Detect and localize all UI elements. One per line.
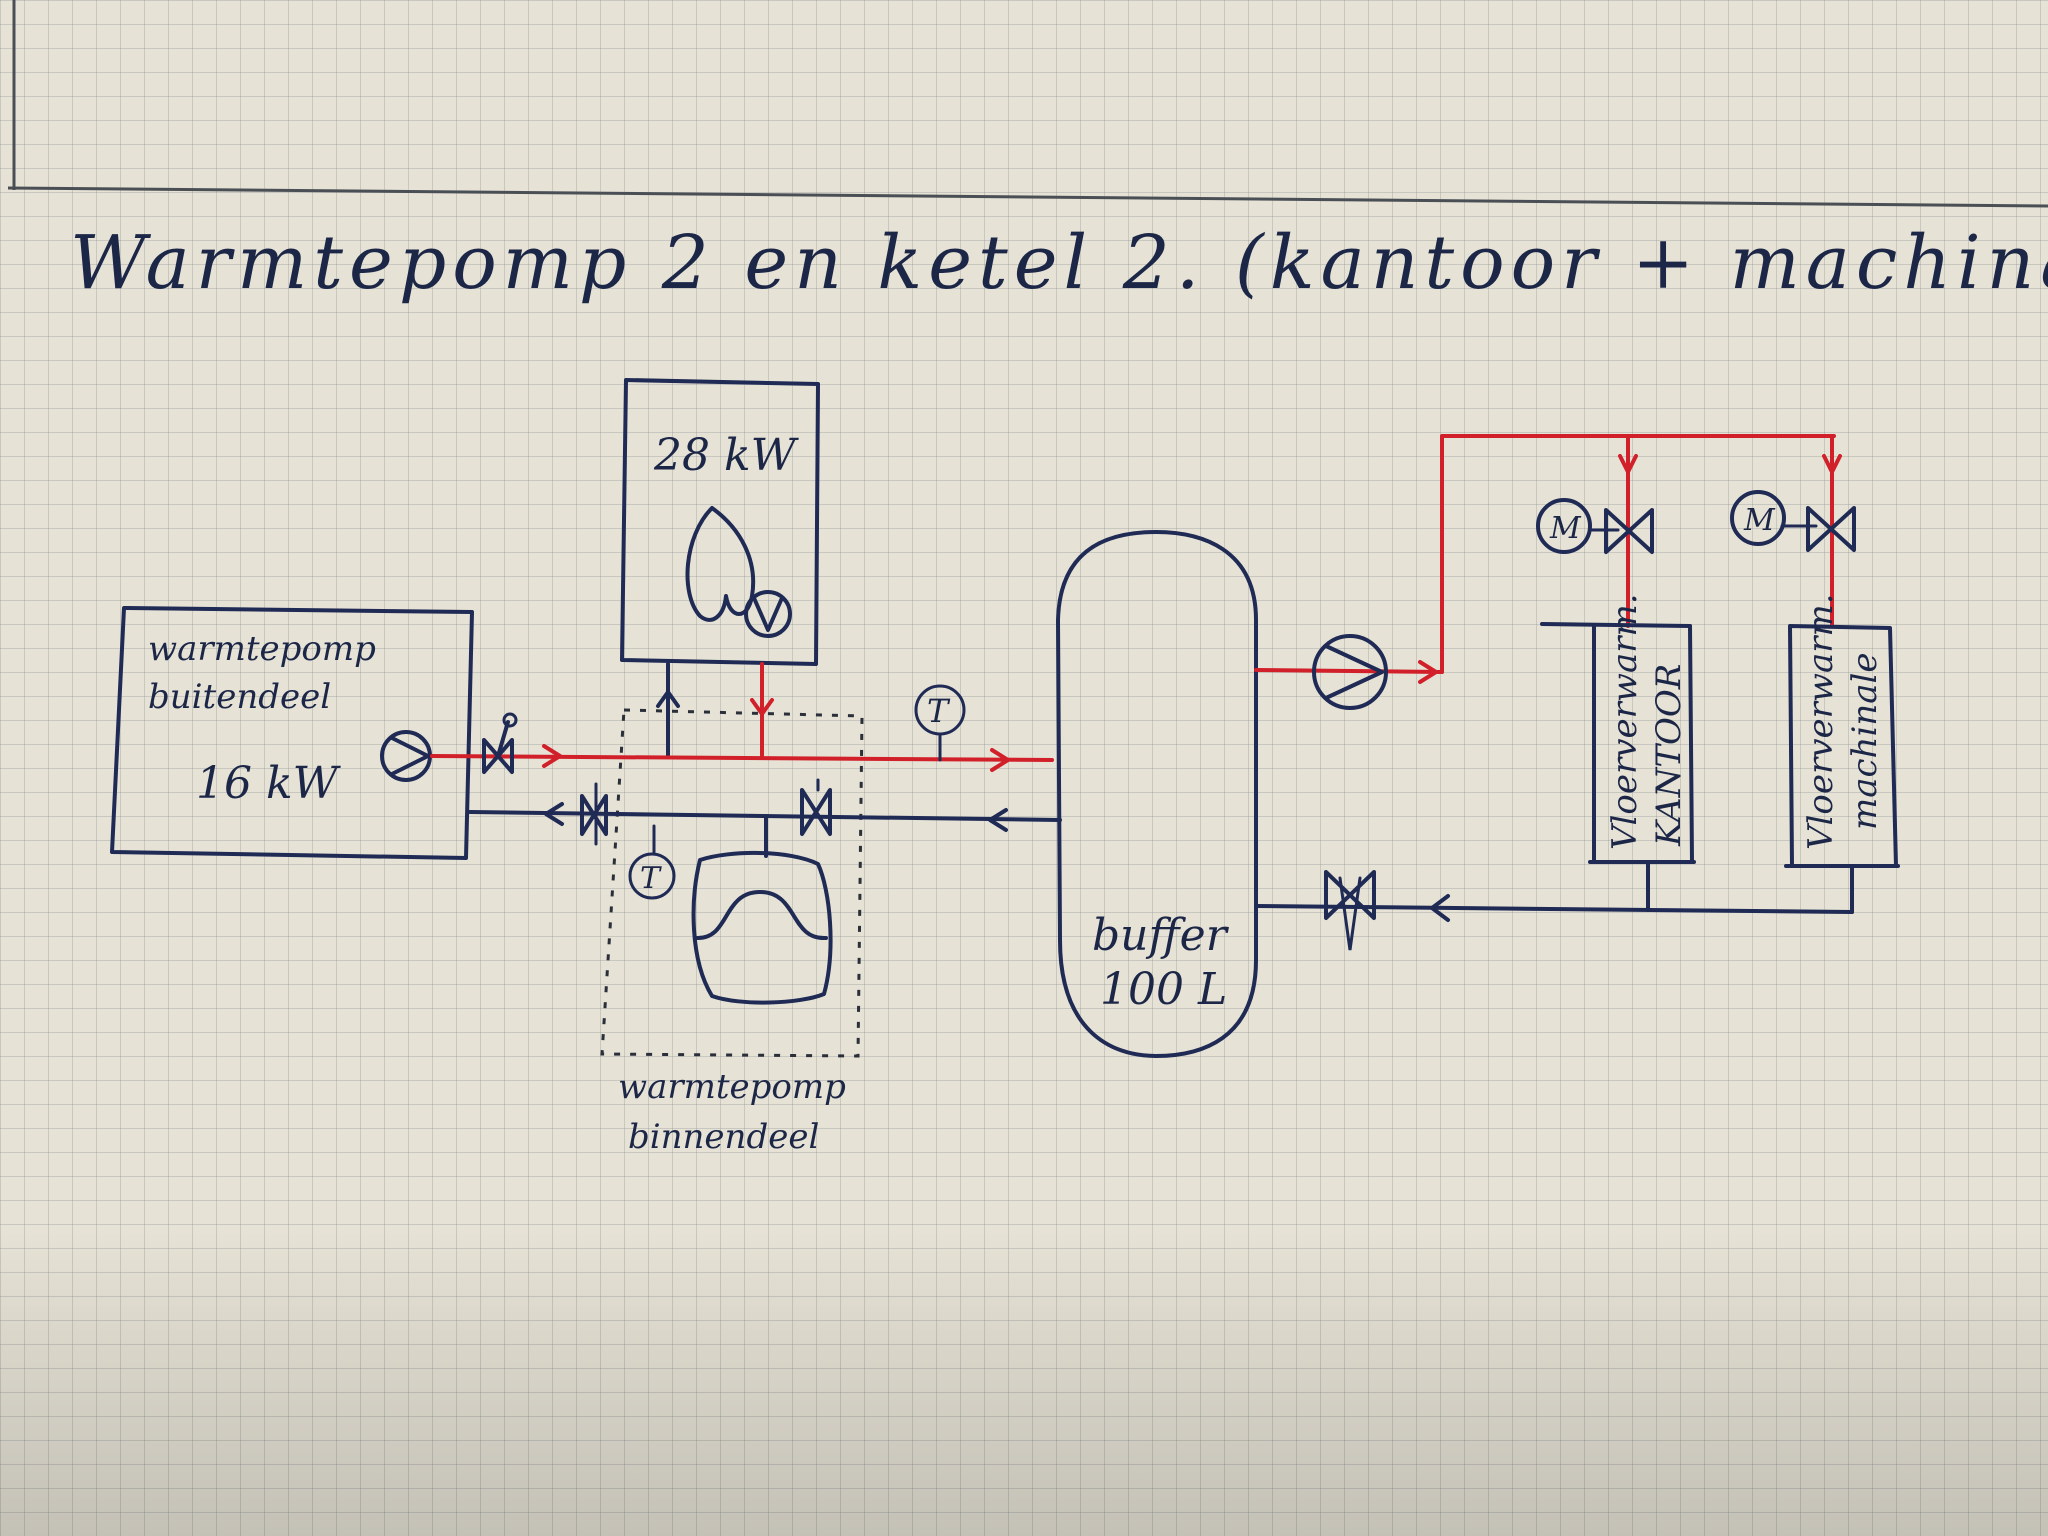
outdoor-pump-icon (380, 730, 432, 782)
return-arrow-1 (544, 802, 564, 826)
outdoor-unit-box (110, 606, 474, 860)
underfloor-heating-office: Vloerverwarm. KANTOOR (1540, 593, 1696, 912)
machinale-supply-arrow (1822, 454, 1842, 474)
buffer-tank-outline (1056, 530, 1258, 1058)
buffer-label-2: 100 L (1100, 964, 1227, 1015)
office-label-2: KANTOOR (1649, 664, 1689, 847)
flame-icon (685, 506, 756, 622)
supply-arrow-1 (542, 744, 562, 768)
secondary-supply-arrow (1418, 660, 1438, 684)
secondary-return-valve-icon (1324, 870, 1376, 951)
supply-valve-icon (482, 712, 518, 774)
indoor-unit-label-2: binnendeel (628, 1117, 819, 1157)
office-supply-arrow (1618, 454, 1638, 474)
svg-text:M: M (1549, 511, 1582, 546)
supply-header-pipe (1440, 434, 1836, 674)
machinale-label-1: Vloerverwarm. (1801, 593, 1841, 850)
outdoor-unit-power: 16 kW (196, 758, 342, 809)
boiler-pump-icon (744, 590, 792, 638)
outdoor-unit-label-1: warmtepomp (148, 629, 376, 669)
secondary-pump-icon (1312, 634, 1388, 710)
outdoor-unit: warmtepomp buitendeel 16 kW (110, 606, 474, 860)
expansion-vessel-membrane (694, 890, 828, 941)
svg-text:T: T (927, 692, 951, 730)
buffer-label-1: buffer (1092, 910, 1230, 961)
indoor-unit-outline (600, 708, 864, 1058)
boiler: 28 kW (620, 378, 820, 666)
return-arrow-2 (988, 808, 1008, 832)
boiler-return-arrow (656, 690, 680, 708)
machinale-motor-valve-icon: M (1730, 490, 1856, 552)
underfloor-heating-machinale: Vloerverwarm. machinale (1784, 593, 1900, 914)
indoor-temp-sensor-icon: T (628, 824, 676, 900)
expansion-vessel-icon (691, 850, 833, 1005)
main-return-pipe (468, 810, 1062, 822)
secondary-return-arrow (1430, 894, 1450, 922)
office-label-1: Vloerverwarm. (1605, 593, 1645, 850)
office-manifold-top (1540, 622, 1692, 628)
margin-line-horizontal (7, 186, 2048, 208)
office-motor-valve-icon: M (1536, 498, 1654, 554)
boiler-power: 28 kW (653, 430, 800, 481)
supply-arrow-2 (990, 748, 1010, 772)
svg-text:T: T (640, 861, 662, 896)
return-valve-1-icon (580, 782, 608, 846)
supply-temp-sensor-icon: T (914, 684, 966, 762)
machinale-label-2: machinale (1845, 653, 1885, 831)
indoor-unit: warmtepomp binnendeel T (600, 708, 864, 1157)
diagram-title: Warmtepomp 2 en ketel 2. (kantoor + mach… (70, 220, 2048, 306)
outdoor-unit-label-2: buitendeel (148, 677, 331, 717)
main-supply-pipe (430, 754, 1054, 762)
boiler-box (620, 378, 820, 666)
return-valve-2-icon (800, 778, 832, 836)
indoor-unit-label-1: warmtepomp (618, 1067, 846, 1107)
buffer-tank: buffer 100 L (1056, 530, 1258, 1058)
boiler-supply-arrow (750, 698, 774, 716)
svg-text:M: M (1743, 503, 1776, 538)
secondary-supply-pipe (1254, 668, 1444, 674)
